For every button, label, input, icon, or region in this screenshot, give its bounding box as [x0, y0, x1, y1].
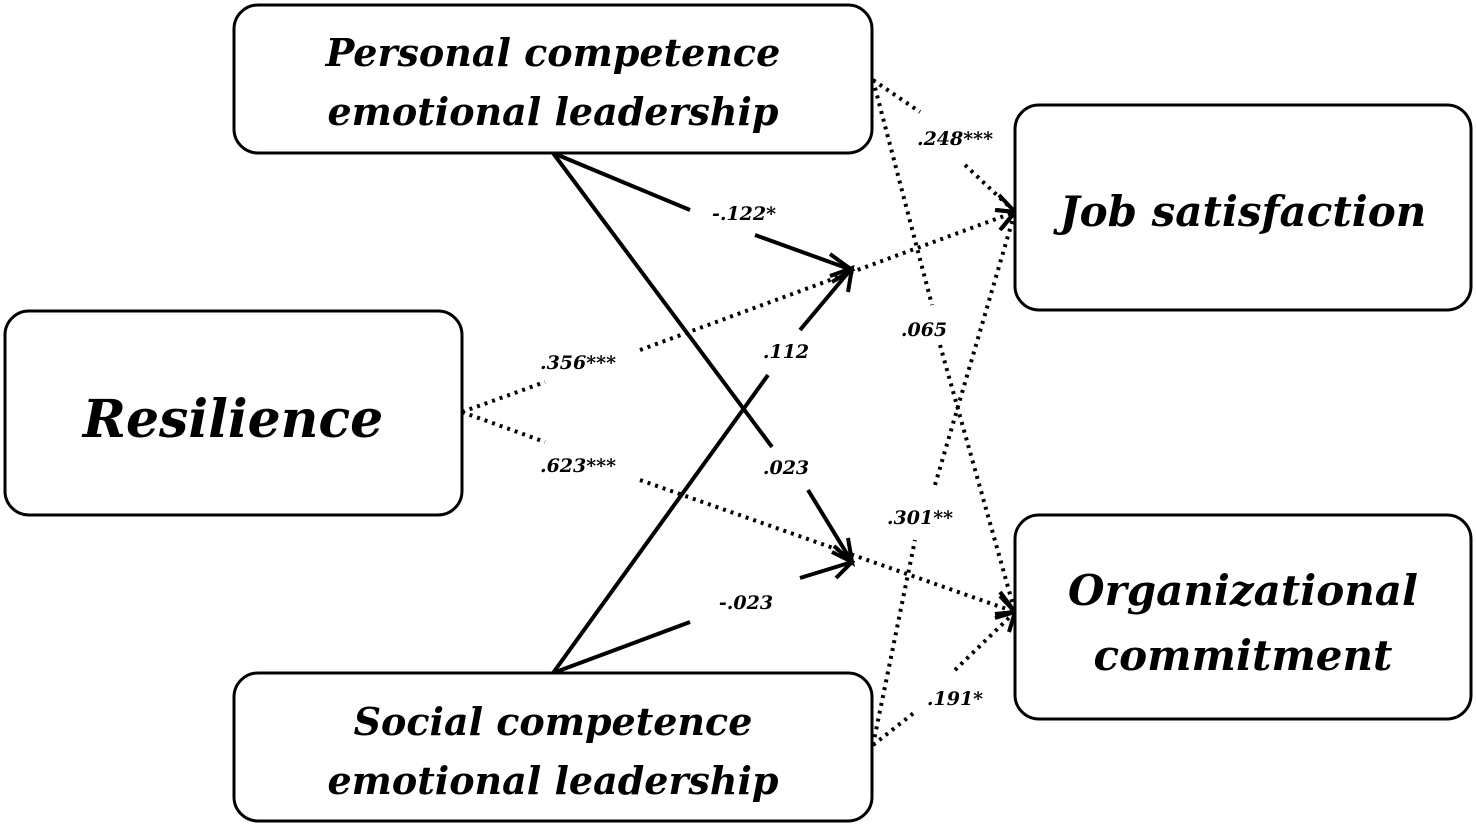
path-personal-to-oc: [871, 79, 1020, 618]
coef-social-moderation-js: .112: [763, 341, 809, 363]
coef-resilience-oc: .623***: [540, 455, 616, 477]
path-social-to-oc: [871, 609, 1018, 747]
coef-personal-js: .248***: [917, 128, 993, 150]
coef-social-js: .301**: [887, 507, 953, 529]
coef-personal-oc: .065: [901, 319, 947, 341]
path-social-to-moderation-oc: [552, 550, 856, 675]
node-org-commitment-line1: Organizational: [1068, 566, 1418, 615]
coef-social-moderation-oc: -.023: [719, 592, 773, 614]
node-resilience-label: Resilience: [81, 389, 383, 450]
node-resilience: Resilience: [3, 309, 464, 517]
path-personal-to-moderation-js: [552, 151, 856, 284]
path-social-to-moderation-js: [551, 264, 855, 675]
node-personal-line1: Personal competence: [325, 30, 781, 75]
node-job-satisfaction-label: Job satisfaction: [1053, 187, 1427, 236]
node-org-commitment-line2: commitment: [1094, 631, 1393, 680]
node-personal-competence: Personal competence emotional leadership: [232, 3, 874, 155]
coef-resilience-js: .356***: [540, 352, 616, 374]
path-social-to-js: [871, 207, 1022, 746]
node-personal-line2: emotional leadership: [327, 89, 778, 134]
coef-personal-moderation-oc: .023: [763, 457, 809, 479]
node-social-line2: emotional leadership: [327, 758, 778, 803]
coef-personal-moderation-js: -.122*: [712, 203, 776, 225]
node-social-line1: Social competence: [354, 699, 753, 744]
node-social-competence: Social competence emotional leadership: [232, 671, 874, 823]
coef-social-oc: .191*: [927, 688, 983, 710]
node-organizational-commitment: Organizational commitment: [1013, 513, 1473, 721]
path-resilience-to-js: [461, 208, 1019, 414]
node-job-satisfaction: Job satisfaction: [1013, 103, 1473, 312]
